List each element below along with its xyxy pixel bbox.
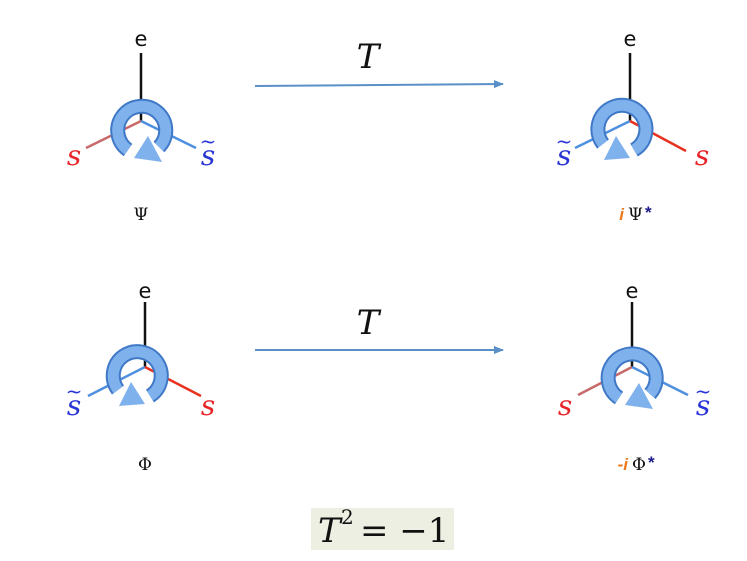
- tilde-mark: ~: [66, 379, 83, 403]
- label-s: s: [201, 389, 215, 422]
- molecule-bottom-right: e s s ~ -i Φ *: [558, 279, 712, 475]
- tilde-mark: ~: [695, 379, 712, 403]
- label-s-tilde: s: [557, 139, 571, 172]
- conjugate-star: *: [645, 203, 652, 222]
- tilde-mark: ~: [200, 129, 217, 153]
- tilde-mark: ~: [556, 129, 573, 153]
- label-T-top: T: [357, 37, 382, 77]
- equation-T: T: [318, 511, 343, 551]
- equation-power: 2: [341, 505, 354, 529]
- label-s: s: [67, 139, 81, 172]
- molecule-bottom-left: e s ~ s Φ: [66, 279, 216, 475]
- rotation-arrow-band-fill: [107, 346, 167, 401]
- equation-rhs: = −1: [360, 511, 449, 551]
- rotation-arrow-icon: [590, 97, 654, 160]
- state-psi-conjugate: Ψ: [628, 205, 643, 225]
- transform-arrow-top: T: [254, 37, 504, 89]
- molecule-top-left: e s s ~ Ψ: [67, 27, 217, 225]
- rotation-arrow-band-fill: [112, 100, 172, 155]
- transform-arrow-bottom: T: [255, 303, 504, 354]
- conjugate-star: *: [648, 453, 655, 472]
- state-phi-conjugate: Φ: [632, 455, 646, 475]
- rotation-arrow-head: [625, 383, 653, 409]
- rotation-arrow-head: [119, 382, 145, 406]
- phase-factor: i: [619, 205, 625, 224]
- molecule-top-right: e s ~ s i Ψ *: [556, 27, 710, 225]
- state-phi: Φ: [138, 455, 152, 475]
- rotation-arrow-icon: [110, 98, 174, 162]
- phase-factor: -i: [618, 455, 630, 474]
- rotation-arrow-head: [134, 136, 162, 162]
- label-s-tilde: s: [201, 139, 215, 172]
- label-s-tilde: s: [67, 389, 81, 422]
- rotation-arrow-head: [604, 136, 630, 160]
- transformation-arrow-icon: [254, 80, 504, 89]
- label-e: e: [135, 27, 148, 51]
- equation-background: [311, 508, 454, 550]
- label-s: s: [558, 389, 572, 422]
- rotation-arrow-icon: [105, 344, 169, 406]
- label-e: e: [624, 27, 637, 51]
- rotation-arrow-band-fill: [602, 348, 662, 403]
- label-T-bottom: T: [357, 303, 382, 343]
- label-s: s: [695, 139, 709, 172]
- label-e: e: [626, 279, 639, 303]
- rotation-arrow-band-fill: [592, 99, 652, 155]
- label-e: e: [139, 279, 152, 303]
- state-psi: Ψ: [134, 205, 149, 225]
- label-s-tilde: s: [696, 389, 710, 422]
- equation: T 2 = −1: [311, 505, 454, 551]
- rotation-arrow-icon: [600, 346, 664, 409]
